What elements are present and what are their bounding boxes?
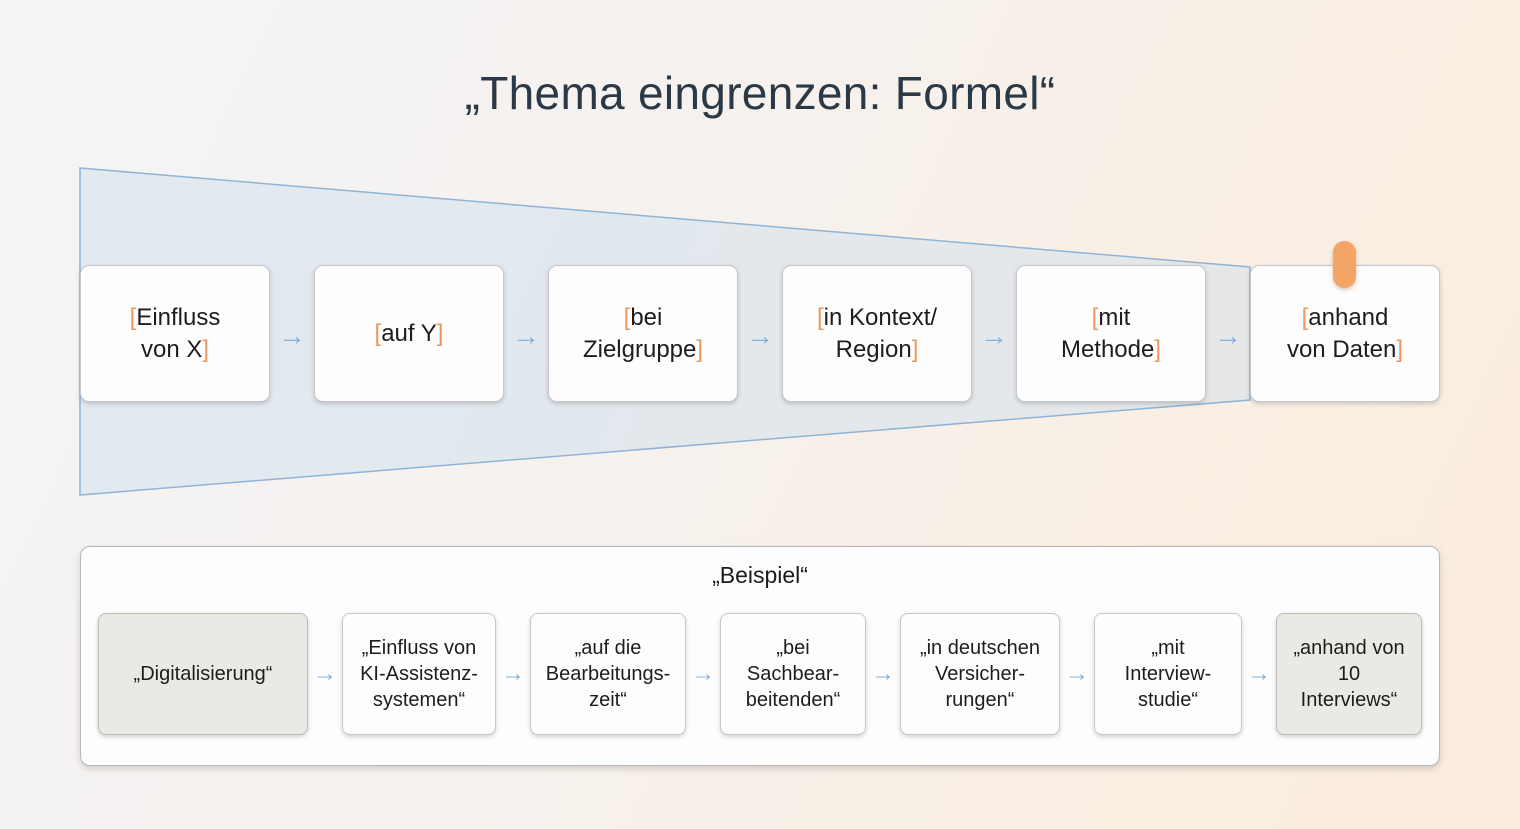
formula-box-label: Einfluss von X: [136, 303, 221, 363]
example-box-ki-assistenzsysteme: „Einfluss von KI-Assistenz- systemen“: [342, 613, 496, 735]
arrow-icon: →: [691, 660, 715, 687]
cursor-pill-icon: [1333, 241, 1356, 288]
bracket-close: ]: [1154, 335, 1162, 363]
formula-box-auf-y: [auf Y]: [314, 265, 504, 402]
bracket-open: [: [623, 303, 631, 331]
example-box-versicherungen: „in deutschen Versicher- rungen“: [900, 613, 1060, 735]
arrow-icon: →: [501, 660, 525, 687]
arrow-icon: →: [746, 320, 774, 351]
formula-box-bei-zielgruppe: [bei Zielgruppe]: [548, 265, 738, 402]
formula-box-label: mit Methode: [1060, 303, 1155, 363]
arrow-icon: →: [313, 660, 337, 687]
bracket-open: [: [1301, 303, 1309, 331]
formula-box-label: anhand von Daten: [1286, 303, 1397, 363]
bracket-open: [: [129, 303, 137, 331]
bracket-close: ]: [1396, 335, 1404, 363]
bracket-close: ]: [696, 335, 704, 363]
bracket-close: ]: [436, 319, 444, 347]
arrow-icon: →: [1247, 660, 1271, 687]
formula-box-einfluss-von-x: [Einfluss von X]: [80, 265, 270, 402]
bracket-close: ]: [911, 335, 919, 363]
example-box-sachbearbeitende: „bei Sachbear- beitenden“: [720, 613, 866, 735]
formula-box-label: bei Zielgruppe: [582, 303, 697, 363]
bracket-close: ]: [202, 335, 210, 363]
formula-box-label: auf Y: [381, 319, 437, 347]
arrow-icon: →: [512, 320, 540, 351]
example-title: „Beispiel“: [712, 562, 808, 588]
example-box-digitalisierung: „Digitalisierung“: [98, 613, 308, 735]
bracket-open: [: [816, 303, 824, 331]
formula-box-mit-methode: [mit Methode]: [1016, 265, 1206, 402]
formula-box-in-kontext-region: [in Kontext/ Region]: [782, 265, 972, 402]
formula-box-anhand-von-daten: [anhand von Daten]: [1250, 265, 1440, 402]
formula-box-label: in Kontext/ Region: [823, 303, 938, 363]
page-title: „Thema eingrenzen: Formel“: [464, 67, 1056, 119]
example-box-interviewstudie: „mit Interview- studie“: [1094, 613, 1242, 735]
arrow-icon: →: [1065, 660, 1089, 687]
arrow-icon: →: [871, 660, 895, 687]
example-row: „Digitalisierung“ → „Einfluss von KI-Ass…: [98, 613, 1422, 735]
bracket-open: [: [1091, 303, 1099, 331]
example-box-bearbeitungszeit: „auf die Bearbeitungs- zeit“: [530, 613, 686, 735]
bracket-open: [: [374, 319, 382, 347]
arrow-icon: →: [1214, 320, 1242, 351]
arrow-icon: →: [278, 320, 306, 351]
example-panel: „Beispiel“ „Digitalisierung“ → „Einfluss…: [80, 546, 1440, 766]
arrow-icon: →: [980, 320, 1008, 351]
example-box-10-interviews: „anhand von 10 Interviews“: [1276, 613, 1422, 735]
